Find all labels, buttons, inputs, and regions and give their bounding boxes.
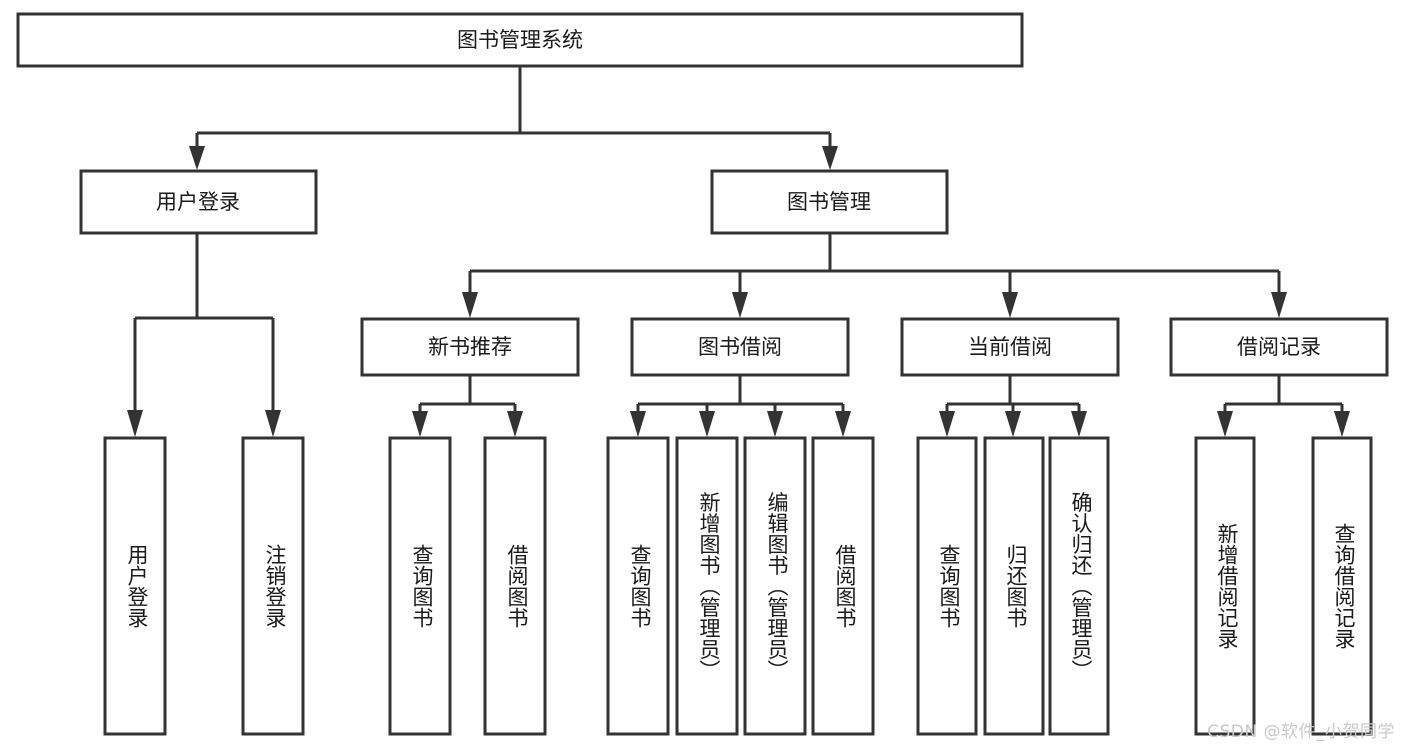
node-leaf-query-book-2[interactable]: 查询图书 xyxy=(606,436,670,736)
node-leaf-return-book[interactable]: 归还图书 xyxy=(983,436,1045,736)
node-leaf-borrow-book-2-box[interactable] xyxy=(811,436,875,736)
node-book-management[interactable]: 图书管理 xyxy=(710,169,949,235)
node-leaf-query-borrow-record-label: 查询借阅记录 xyxy=(1332,523,1356,649)
node-user-login-box[interactable] xyxy=(79,169,318,235)
node-leaf-query-borrow-record[interactable]: 查询借阅记录 xyxy=(1311,436,1373,736)
node-leaf-confirm-return-admin-label: 确认归还（管理员） xyxy=(1069,492,1093,681)
node-current-borrow-box[interactable] xyxy=(900,317,1120,377)
node-borrow-record-box[interactable] xyxy=(1169,317,1389,377)
node-leaf-query-book-2-label: 查询图书 xyxy=(628,544,652,628)
arrowhead-leaf-return-book xyxy=(1005,411,1021,437)
node-leaf-add-book-admin-label: 新增图书（管理员） xyxy=(697,492,721,681)
node-leaf-return-book-box[interactable] xyxy=(983,436,1045,736)
arrowhead-current-borrow xyxy=(1002,292,1018,318)
node-leaf-query-book-2-box[interactable] xyxy=(606,436,670,736)
node-current-borrow-label: 当前借阅 xyxy=(968,335,1052,359)
arrowhead-book-management xyxy=(822,146,838,170)
arrowhead-book-borrow xyxy=(732,292,748,318)
node-book-management-label: 图书管理 xyxy=(787,190,871,214)
node-leaf-borrow-book-1-box[interactable] xyxy=(483,436,547,736)
arrowhead-leaf-logout-login xyxy=(265,410,281,437)
node-user-login-label: 用户登录 xyxy=(156,190,240,214)
node-book-borrow-label: 图书借阅 xyxy=(698,335,782,359)
node-leaf-add-book-admin-box[interactable] xyxy=(675,436,739,736)
node-leaf-query-book-1-box[interactable] xyxy=(388,436,452,736)
node-book-borrow[interactable]: 图书借阅 xyxy=(630,317,850,377)
node-user-login[interactable]: 用户登录 xyxy=(79,169,318,235)
node-leaf-borrow-book-2-label: 借阅图书 xyxy=(833,544,857,628)
arrowhead-leaf-confirm-return-admin xyxy=(1071,411,1087,437)
node-leaf-add-book-admin[interactable]: 新增图书（管理员） xyxy=(675,436,739,736)
node-leaf-edit-book-admin-box[interactable] xyxy=(743,436,807,736)
arrowhead-leaf-borrow-book-1 xyxy=(507,411,523,437)
node-root[interactable]: 图书管理系统 xyxy=(16,12,1024,68)
node-leaf-logout-login-label: 注销登录 xyxy=(263,544,287,628)
node-root-label: 图书管理系统 xyxy=(457,28,583,52)
node-borrow-record-label: 借阅记录 xyxy=(1237,335,1321,359)
node-leaf-logout-login-box[interactable] xyxy=(241,436,305,736)
node-leaf-borrow-book-1[interactable]: 借阅图书 xyxy=(483,436,547,736)
node-leaf-user-login-box[interactable] xyxy=(103,436,167,736)
arrowhead-leaf-query-borrow-record xyxy=(1334,411,1350,437)
arrowhead-borrow-record xyxy=(1271,292,1287,318)
node-leaf-logout-login[interactable]: 注销登录 xyxy=(241,436,305,736)
node-current-borrow[interactable]: 当前借阅 xyxy=(900,317,1120,377)
node-leaf-confirm-return-admin-box[interactable] xyxy=(1048,436,1110,736)
node-new-book-recommend-box[interactable] xyxy=(360,317,580,377)
node-leaf-query-borrow-record-box[interactable] xyxy=(1311,436,1373,736)
node-leaf-query-book-1[interactable]: 查询图书 xyxy=(388,436,452,736)
node-leaf-query-book-3-label: 查询图书 xyxy=(937,544,961,628)
arrowhead-leaf-add-book-admin xyxy=(699,411,715,437)
node-leaf-confirm-return-admin[interactable]: 确认归还（管理员） xyxy=(1048,436,1110,736)
node-leaf-add-borrow-record[interactable]: 新增借阅记录 xyxy=(1194,436,1256,736)
arrowhead-user-login xyxy=(189,146,205,170)
node-borrow-record[interactable]: 借阅记录 xyxy=(1169,317,1389,377)
node-leaf-add-borrow-record-box[interactable] xyxy=(1194,436,1256,736)
arrowhead-leaf-query-book-3 xyxy=(939,411,955,437)
arrowhead-leaf-add-borrow-record xyxy=(1217,411,1233,437)
node-leaf-edit-book-admin[interactable]: 编辑图书（管理员） xyxy=(743,436,807,736)
node-leaf-add-borrow-record-label: 新增借阅记录 xyxy=(1215,523,1239,649)
node-new-book-recommend[interactable]: 新书推荐 xyxy=(360,317,580,377)
node-book-management-box[interactable] xyxy=(710,169,949,235)
node-leaf-user-login-label: 用户登录 xyxy=(125,544,149,628)
arrowhead-new-book-recommend xyxy=(462,292,478,318)
connector-layer xyxy=(127,66,1350,437)
node-book-borrow-box[interactable] xyxy=(630,317,850,377)
node-leaf-user-login[interactable]: 用户登录 xyxy=(103,436,167,736)
node-leaf-query-book-1-label: 查询图书 xyxy=(410,544,434,628)
node-leaf-query-book-3[interactable]: 查询图书 xyxy=(916,436,978,736)
node-leaf-borrow-book-1-label: 借阅图书 xyxy=(505,544,529,628)
arrowhead-leaf-query-book-1 xyxy=(412,411,428,437)
arrowhead-leaf-query-book-2 xyxy=(630,411,646,437)
node-leaf-query-book-3-box[interactable] xyxy=(916,436,978,736)
arrowhead-leaf-borrow-book-2 xyxy=(835,411,851,437)
node-new-book-recommend-label: 新书推荐 xyxy=(428,335,512,359)
arrowhead-leaf-edit-book-admin xyxy=(767,411,783,437)
arrowhead-leaf-user-login xyxy=(127,410,143,437)
node-leaf-return-book-label: 归还图书 xyxy=(1004,544,1028,628)
node-leaf-edit-book-admin-label: 编辑图书（管理员） xyxy=(765,492,789,681)
node-root-box[interactable] xyxy=(16,12,1024,68)
node-leaf-borrow-book-2[interactable]: 借阅图书 xyxy=(811,436,875,736)
